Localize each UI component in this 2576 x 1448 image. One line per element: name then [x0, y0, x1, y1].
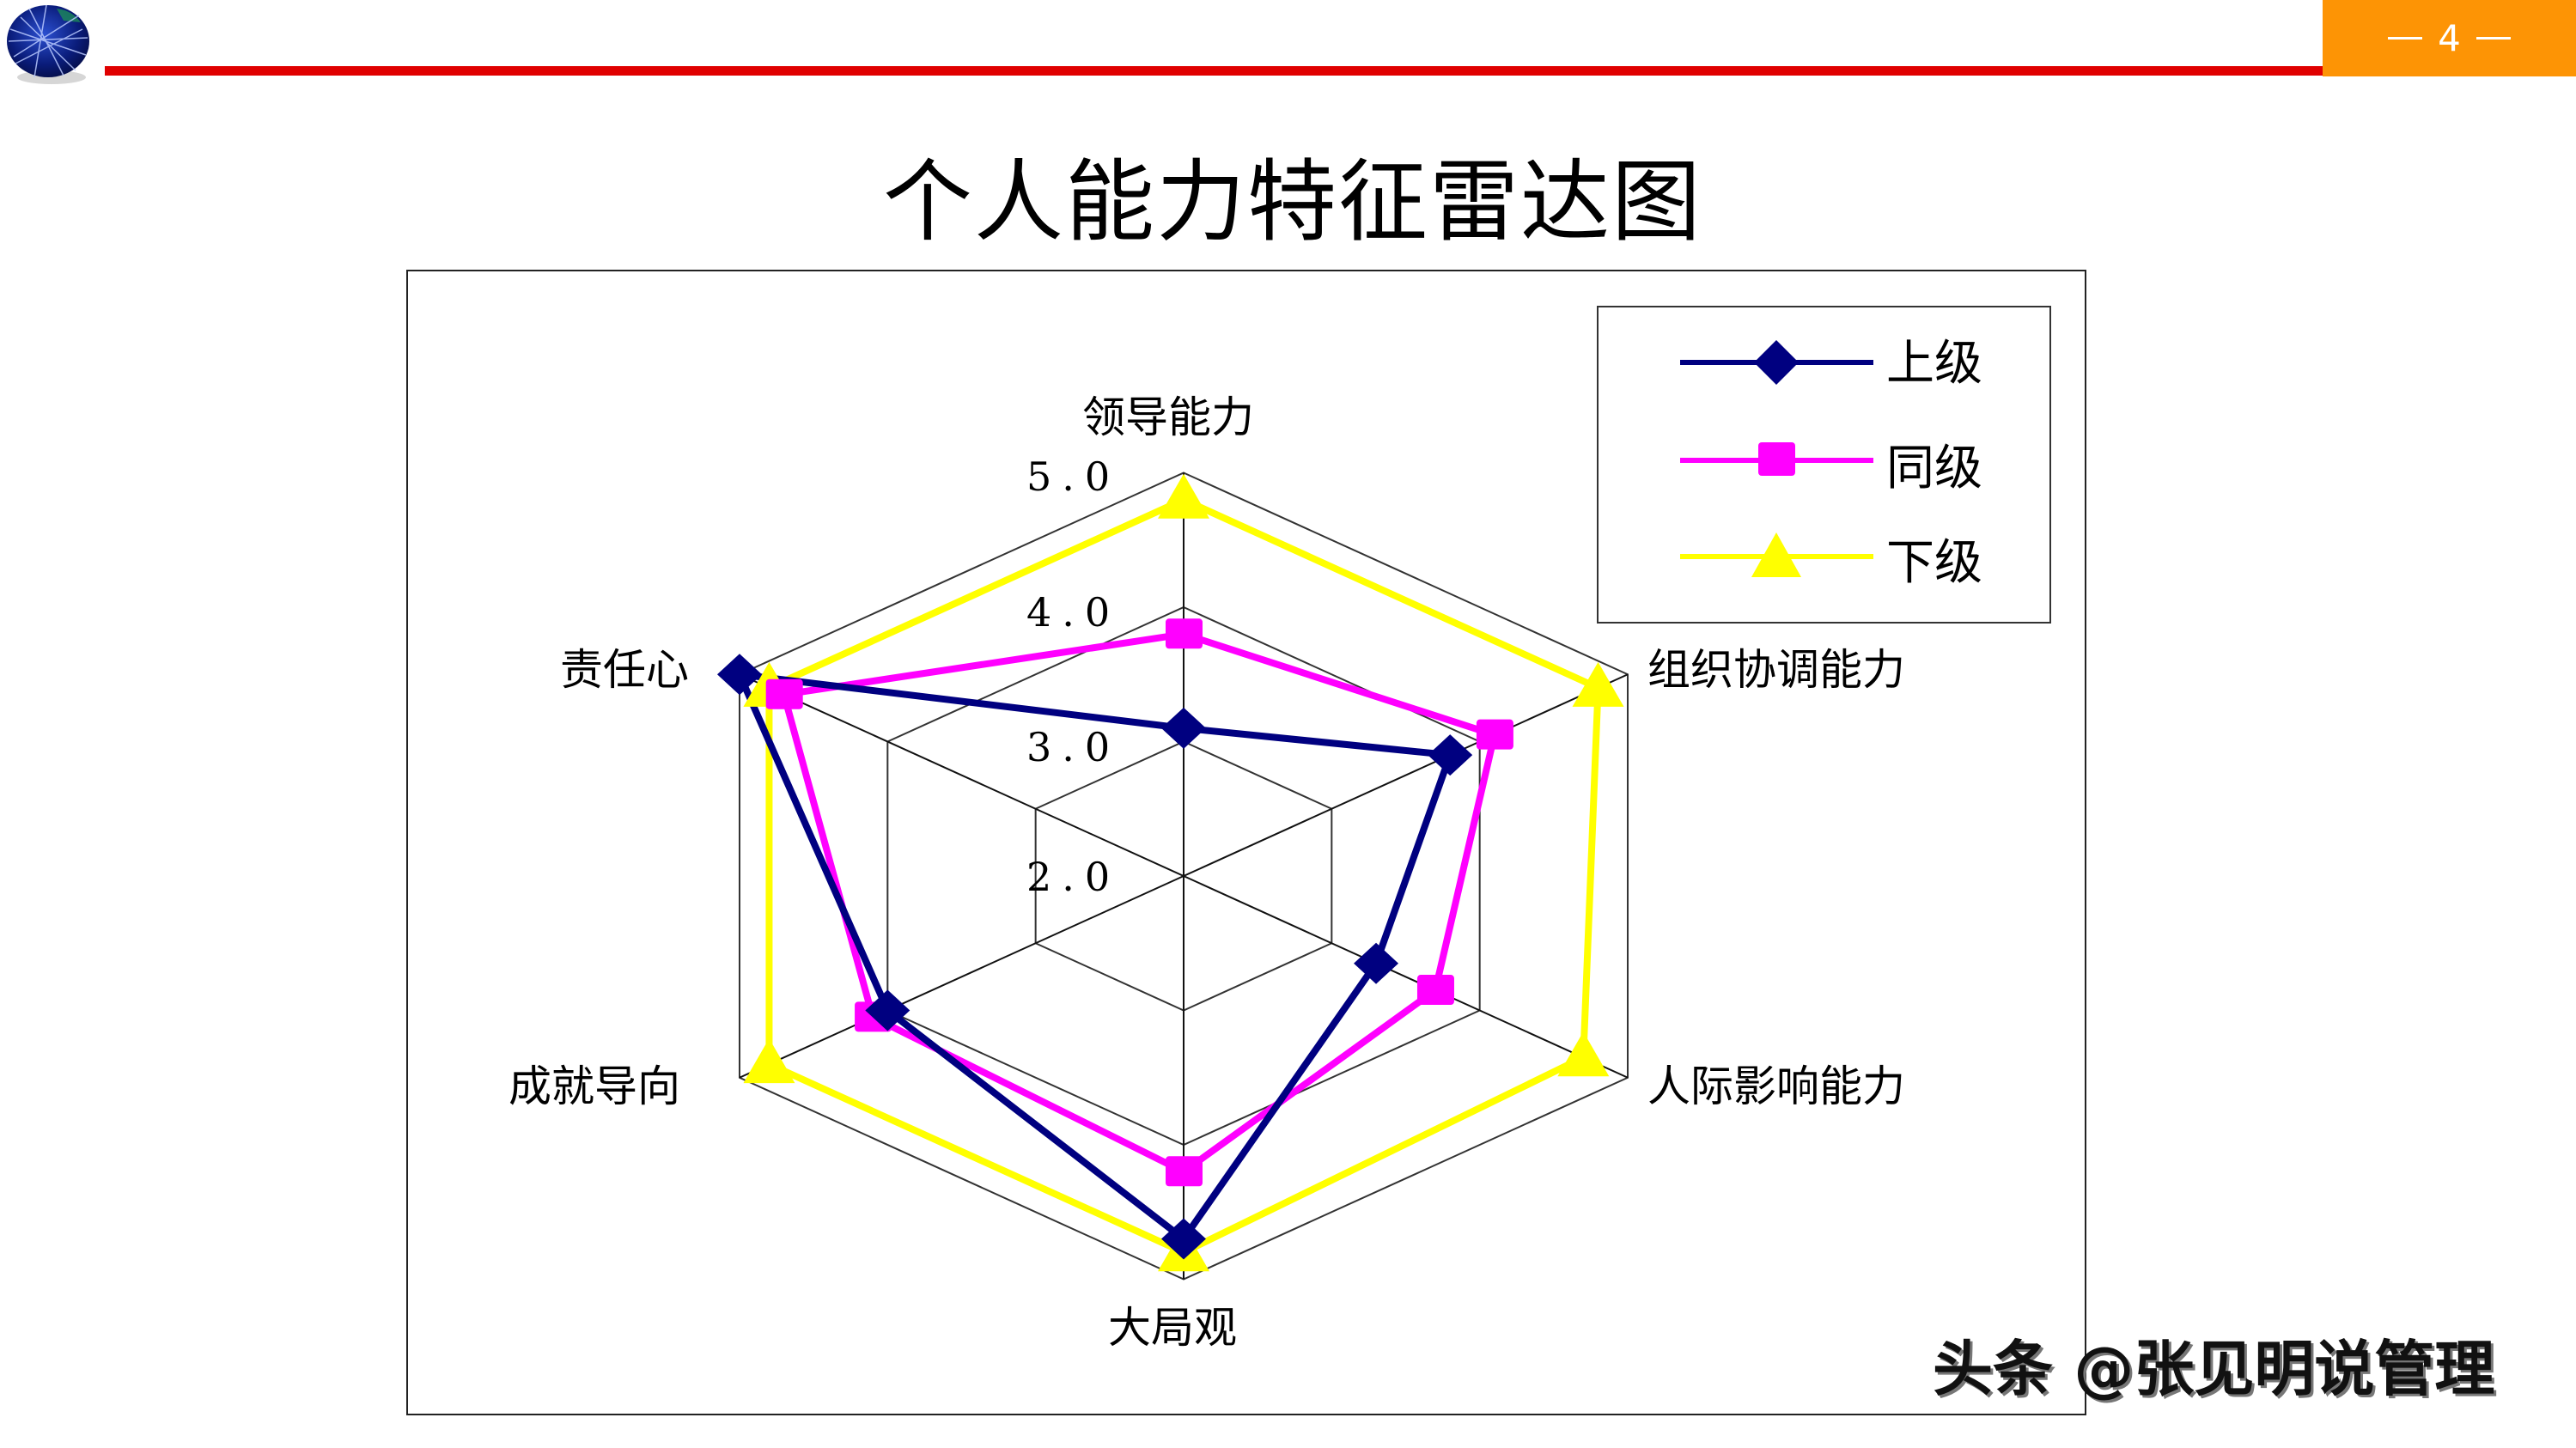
square-marker-icon — [1416, 975, 1454, 1006]
axis-label-responsibility: 责任心 — [560, 645, 689, 695]
tick-label-5: 5.0 — [1026, 453, 1121, 500]
legend-item-peer: 同级 — [1599, 438, 2049, 498]
axis-spoke — [739, 673, 1184, 877]
slide-title: 个人能力特征雷达图 — [882, 149, 1702, 254]
square-marker-icon — [1166, 1156, 1203, 1187]
axis-label-coordination: 组织协调能力 — [1647, 645, 1905, 695]
chart-frame — [406, 270, 2086, 1415]
axis-label-leadership: 领导能力 — [1082, 392, 1254, 442]
diamond-marker-icon — [865, 989, 910, 1031]
diamond-marker-icon — [1161, 707, 1206, 749]
triangle-marker-icon — [1572, 661, 1624, 707]
diamond-marker-icon — [1428, 734, 1473, 776]
legend-label: 下级 — [1886, 535, 1982, 591]
diamond-marker-icon — [716, 654, 762, 696]
tick-label-3: 3.0 — [1026, 724, 1121, 770]
legend-item-superior: 上级 — [1599, 333, 2049, 393]
square-marker-icon — [1166, 618, 1203, 649]
triangle-marker-icon — [1680, 532, 1873, 577]
triangle-marker-icon — [1557, 1031, 1610, 1077]
diamond-marker-icon — [1161, 1218, 1206, 1260]
triangle-marker-icon — [1158, 473, 1209, 519]
diamond-marker-icon — [1680, 340, 1873, 385]
axis-label-achievement: 成就导向 — [509, 1062, 680, 1111]
axis-spoke — [739, 875, 1184, 1079]
square-marker-icon — [765, 678, 803, 709]
page-number: 4 — [2438, 17, 2461, 59]
tick-label-4: 4.0 — [1026, 589, 1121, 636]
axis-spoke — [1183, 673, 1629, 877]
axis-label-big-picture: 大局观 — [1108, 1303, 1237, 1353]
diamond-marker-icon — [1354, 942, 1399, 984]
tick-label-2: 2.0 — [1026, 854, 1121, 900]
axis-spoke — [1183, 875, 1629, 1079]
axis-label-influence: 人际影响能力 — [1647, 1062, 1905, 1111]
header-red-bar — [105, 66, 2323, 76]
square-marker-icon — [1476, 719, 1513, 750]
legend-item-subordinate: 下级 — [1599, 532, 2049, 593]
chart-legend: 上级 同级 下级 — [1597, 306, 2051, 624]
legend-label: 同级 — [1886, 441, 1982, 496]
triangle-marker-icon — [743, 1038, 795, 1084]
watermark: 头条 @张见明说管理 — [1933, 1334, 2495, 1404]
series-line — [780, 630, 1498, 1176]
globe-logo — [3, 3, 93, 86]
dash-right — [2476, 37, 2511, 40]
page-number-box: 4 — [2323, 0, 2576, 76]
square-marker-icon — [1680, 442, 1873, 476]
dash-left — [2388, 37, 2423, 40]
legend-label: 上级 — [1886, 336, 1982, 392]
